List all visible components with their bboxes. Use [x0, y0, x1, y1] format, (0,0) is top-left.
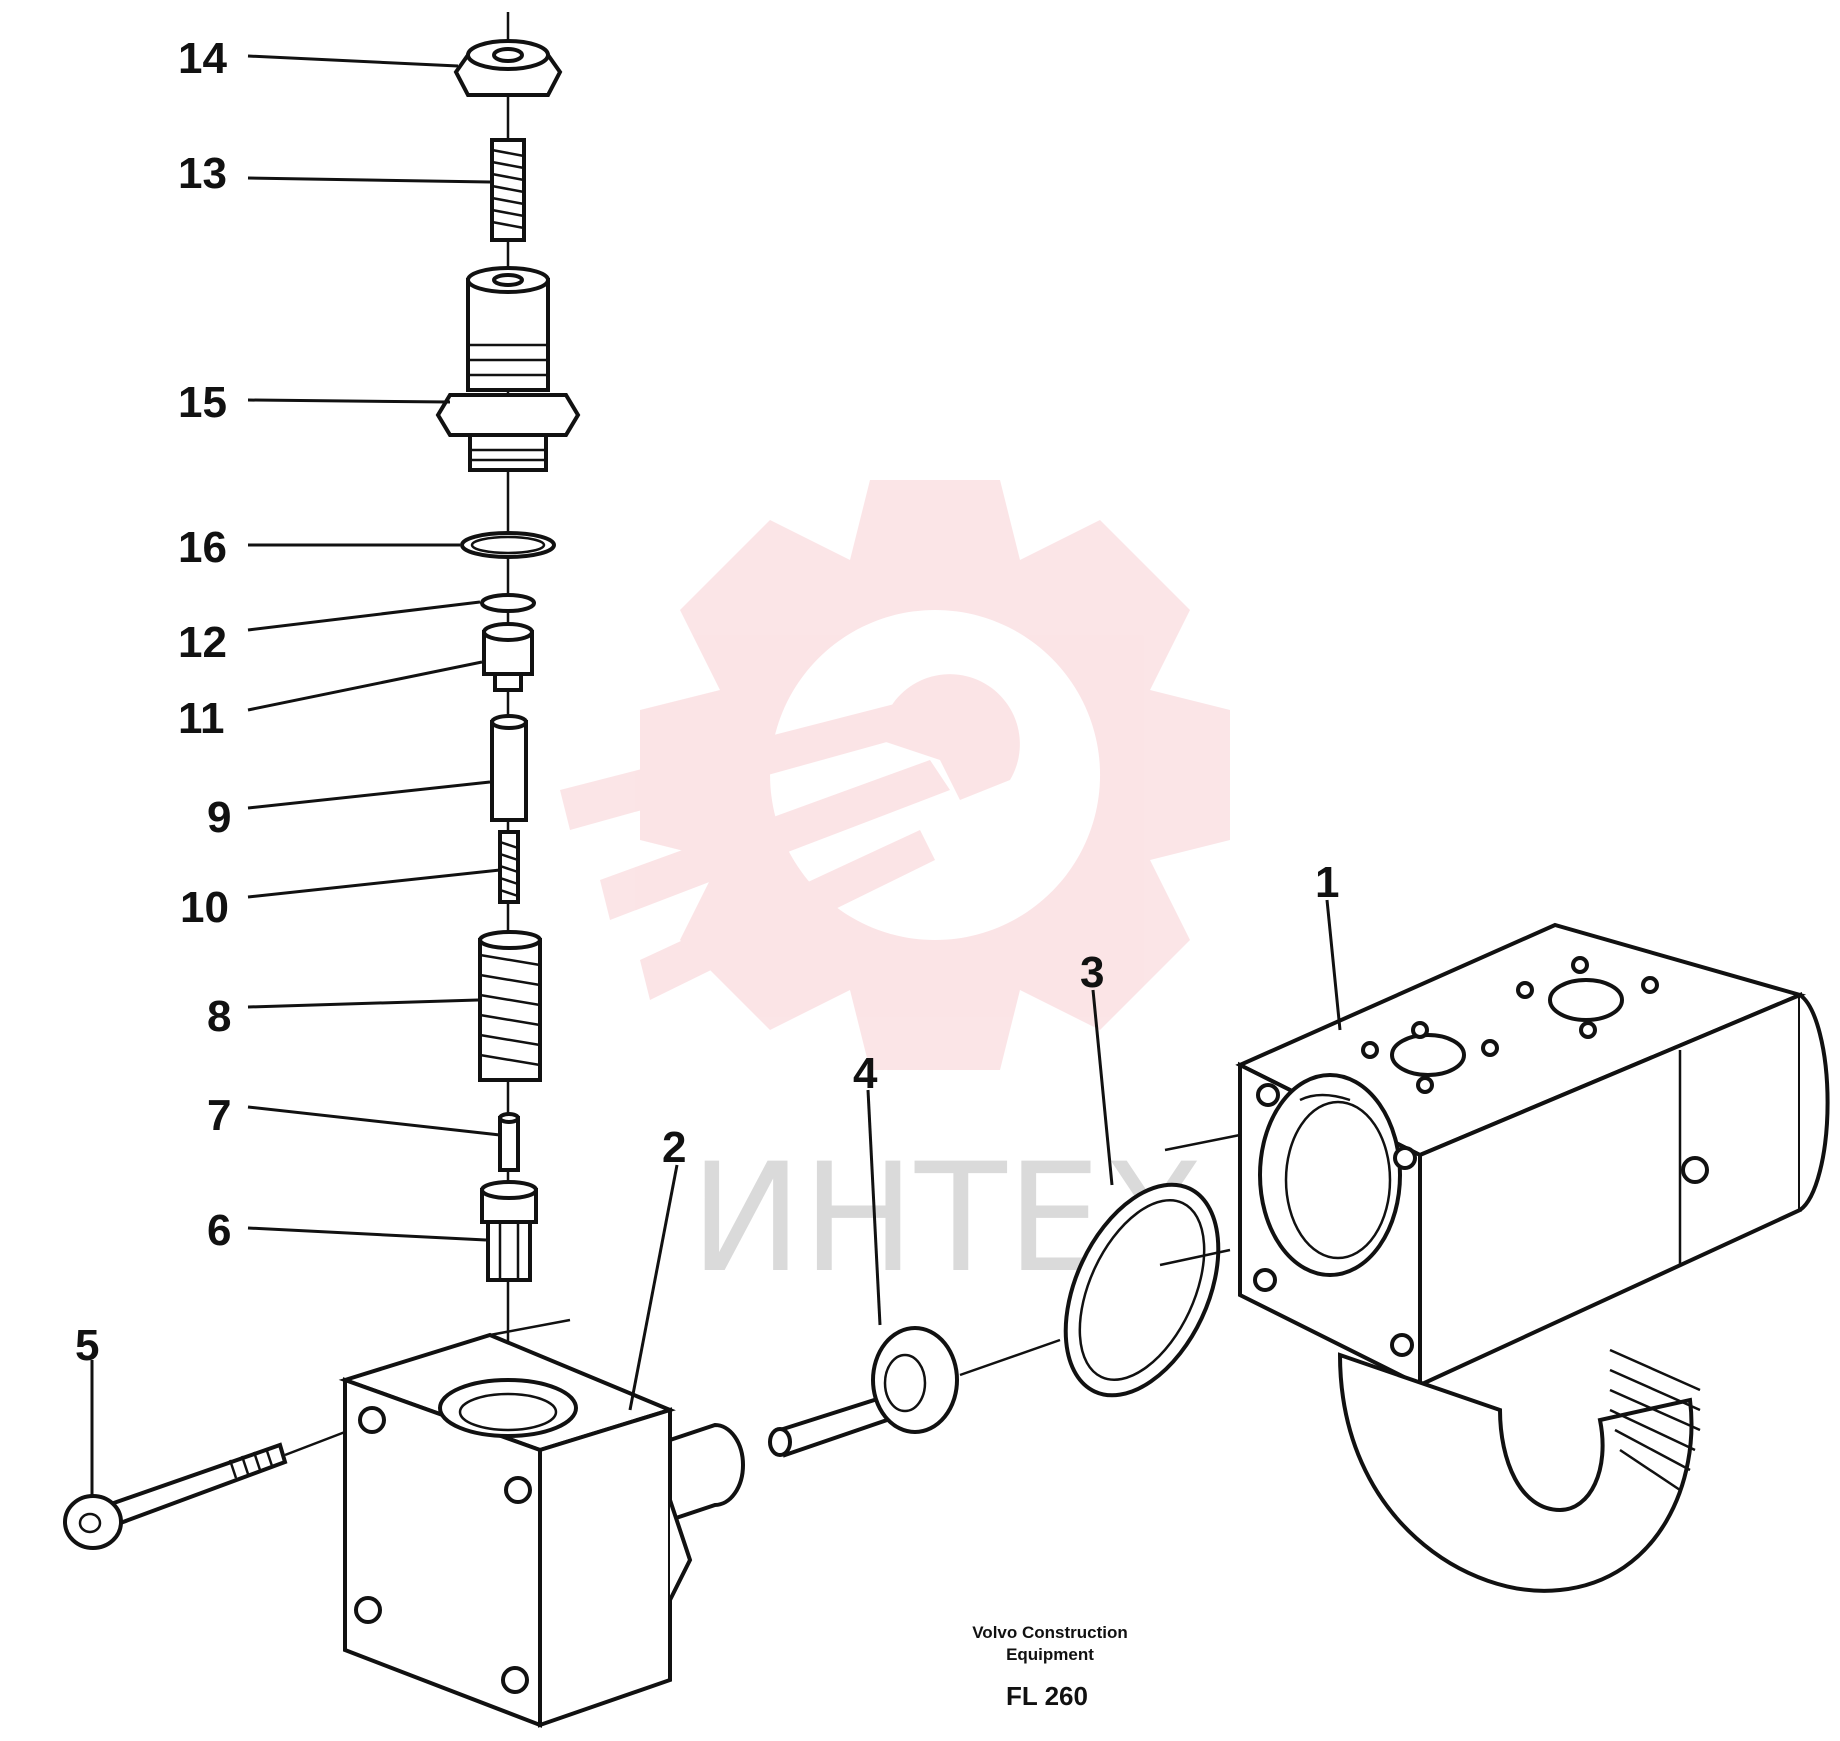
part-10-spring: [498, 830, 520, 904]
callout-11: 11: [178, 694, 225, 743]
part-6-plunger: [480, 1180, 538, 1282]
callout-8: 8: [207, 992, 231, 1041]
callout-2: 2: [662, 1123, 686, 1172]
part-4-piston: [768, 1326, 1061, 1458]
callout-1: 1: [1315, 858, 1339, 907]
leader-lines: [90, 54, 1342, 1495]
model-code: FL 260: [1006, 1681, 1088, 1711]
callout-3: 3: [1080, 948, 1104, 997]
callout-12: 12: [178, 618, 227, 667]
part-15-valve-housing: [435, 266, 581, 472]
wrench-icon: [560, 674, 1020, 1000]
part-12-o-ring: [480, 593, 536, 613]
callout-9: 9: [207, 793, 231, 842]
part-13-spring: [490, 138, 526, 242]
caption-line-2: Equipment: [1006, 1645, 1094, 1664]
part-7-small-pin: [498, 1112, 520, 1172]
caption-block: Volvo Construction Equipment FL 260: [972, 1623, 1128, 1711]
part-11-valve-seat: [482, 622, 534, 692]
callout-6: 6: [207, 1206, 231, 1255]
part-1-cylinder-housing: [1159, 922, 1830, 1593]
part-9-pin: [490, 714, 528, 822]
caption-line-1: Volvo Construction: [972, 1623, 1128, 1642]
callout-16: 16: [178, 523, 227, 572]
part-5-bolt: [63, 1430, 346, 1550]
part-14-hex-nut: [453, 39, 563, 97]
part-3-gasket-ring: [1063, 1182, 1221, 1398]
callout-7: 7: [207, 1091, 231, 1140]
part-2-valve-block: [338, 1332, 745, 1728]
callout-10: 10: [180, 883, 229, 932]
callout-13: 13: [178, 149, 227, 198]
callout-4: 4: [853, 1049, 878, 1098]
callout-5: 5: [75, 1321, 99, 1370]
callout-numbers: 14 13 15 16 12 11 9 10 8 7 6 5 2 4 3 1: [75, 34, 1339, 1370]
watermark-gear-logo: [560, 480, 1230, 1070]
gear-icon: [640, 480, 1230, 1070]
callout-15: 15: [178, 378, 227, 427]
callout-14: 14: [178, 34, 227, 83]
part-8-spring: [478, 930, 542, 1082]
